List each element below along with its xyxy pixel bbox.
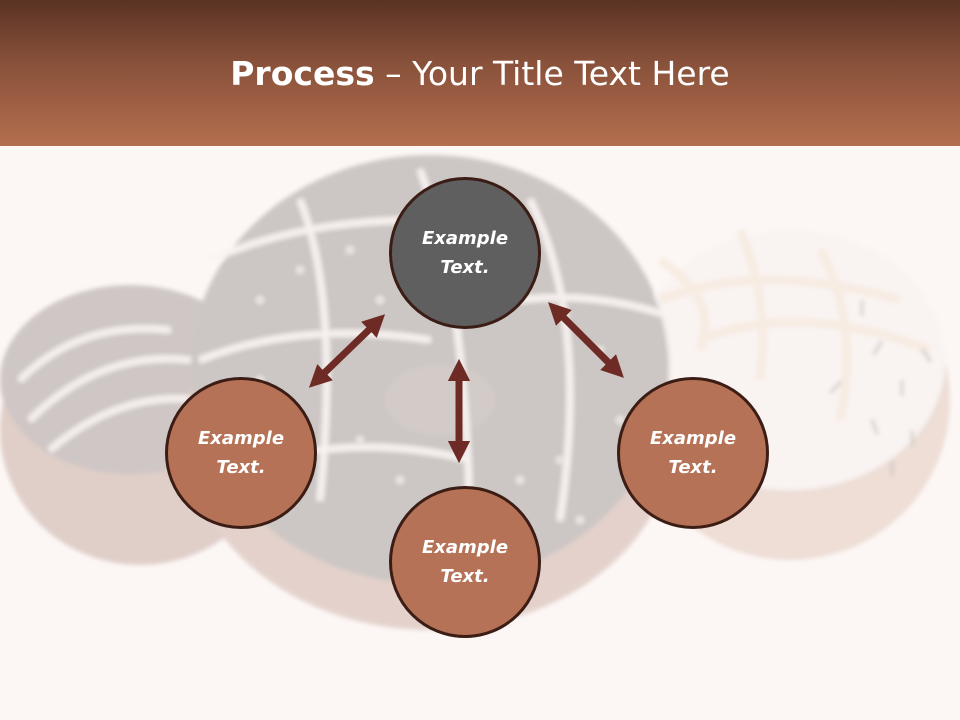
process-node-left: Example Text. — [165, 377, 317, 529]
process-node-top: Example Text. — [389, 177, 541, 329]
process-node-right: Example Text. — [617, 377, 769, 529]
title-rest: – Your Title Text Here — [374, 54, 730, 93]
arrow-top-right — [548, 302, 624, 378]
title-bar — [0, 0, 960, 146]
arrow-top-left — [308, 314, 386, 388]
slide-title: Process – Your Title Text Here — [0, 52, 960, 96]
title-bold: Process — [230, 54, 375, 93]
process-node-bottom: Example Text. — [389, 486, 541, 638]
